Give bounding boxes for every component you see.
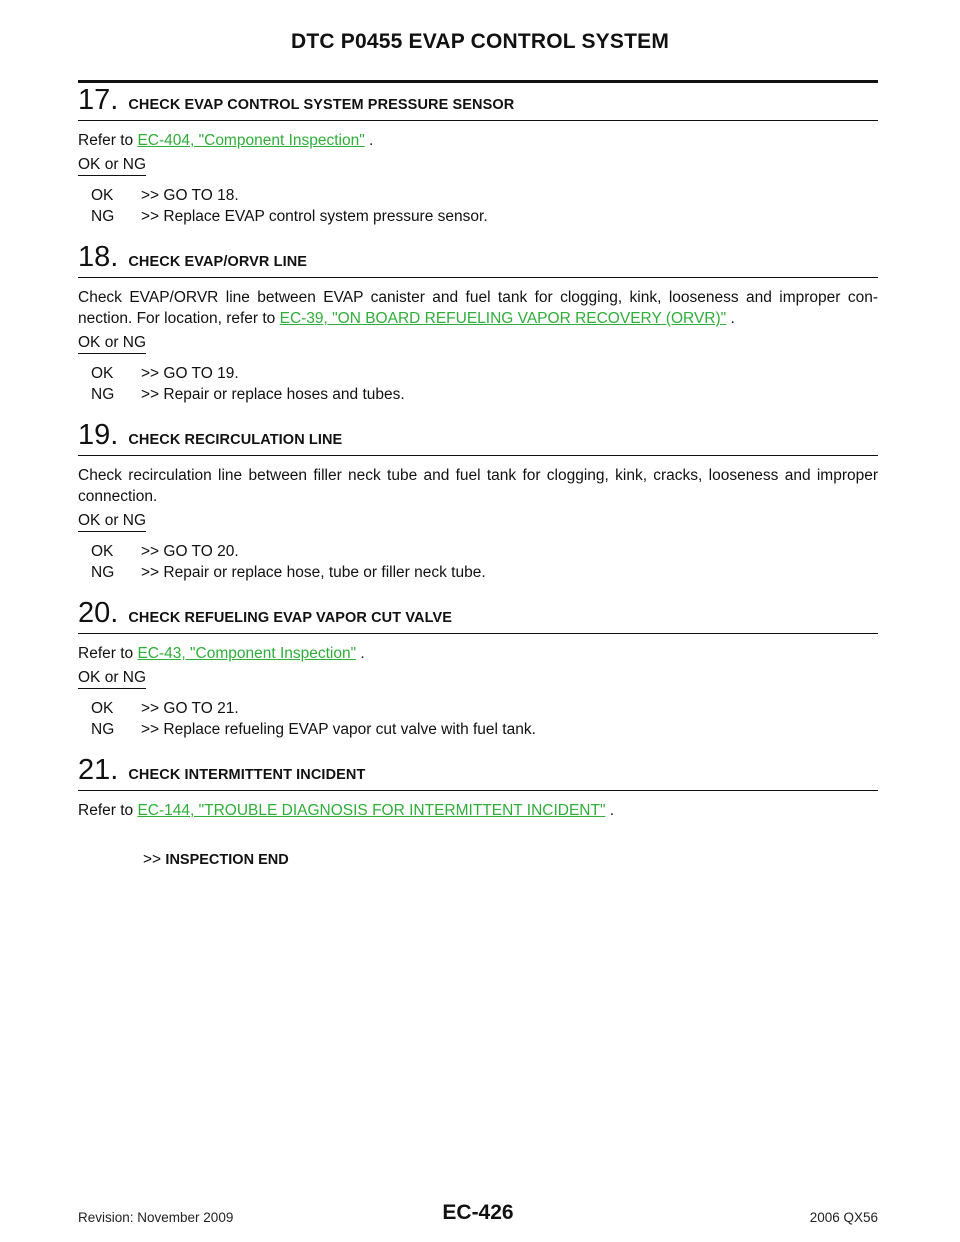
step-number: 17. (78, 84, 119, 116)
reference-link[interactable]: EC-43, "Component Inspection" (137, 645, 357, 662)
step-title: CHECK EVAP CONTROL SYSTEM PRESSURE SENSO… (128, 97, 515, 113)
step-18: 18. CHECK EVAP/ORVR LINE Check EVAP/ORVR… (78, 241, 878, 405)
revision-date: Revision: November 2009 (78, 1210, 234, 1225)
result-ng: NG>> Repair or replace hose, tube or fil… (91, 564, 486, 581)
step-instruction: Refer to EC-144, "TROUBLE DIAGNOSIS FOR … (78, 802, 615, 819)
step-number: 19. (78, 419, 119, 451)
step-instruction: Check recirculation line between filler … (78, 467, 878, 505)
step-number: 21. (78, 754, 119, 786)
result-ng: NG>> Repair or replace hoses and tubes. (91, 386, 405, 403)
result-ng: NG>> Replace EVAP control system pressur… (91, 208, 488, 225)
result-list: OK>> GO TO 18. NG>> Replace EVAP control… (91, 185, 878, 227)
result-ok: OK>> GO TO 21. (91, 700, 239, 717)
step-header: 21. CHECK INTERMITTENT INCIDENT (78, 754, 878, 791)
reference-link[interactable]: EC-144, "TROUBLE DIAGNOSIS FOR INTERMITT… (137, 802, 606, 819)
reference-link[interactable]: EC-404, "Component Inspection" (137, 132, 365, 149)
step-header: 19. CHECK RECIRCULATION LINE (78, 419, 878, 456)
step-title: CHECK REFUELING EVAP VAPOR CUT VALVE (128, 610, 453, 626)
result-ok: OK>> GO TO 20. (91, 543, 239, 560)
title-rule (78, 80, 878, 83)
page-footer: Revision: November 2009 EC-426 2006 QX56 (78, 1201, 878, 1236)
step-header: 17. CHECK EVAP CONTROL SYSTEM PRESSURE S… (78, 84, 878, 121)
result-list: OK>> GO TO 21. NG>> Replace refueling EV… (91, 698, 878, 740)
inspection-end: >> INSPECTION END (143, 851, 289, 868)
result-list: OK>> GO TO 19. NG>> Repair or replace ho… (91, 363, 878, 405)
result-ok: OK>> GO TO 18. (91, 187, 239, 204)
step-instruction: Refer to EC-404, "Component Inspection" … (78, 132, 374, 149)
result-ok: OK>> GO TO 19. (91, 365, 239, 382)
step-title: CHECK INTERMITTENT INCIDENT (128, 767, 366, 783)
ok-or-ng-label: OK or NG (78, 669, 147, 689)
step-number: 18. (78, 241, 119, 273)
step-17: 17. CHECK EVAP CONTROL SYSTEM PRESSURE S… (78, 84, 878, 227)
step-header: 18. CHECK EVAP/ORVR LINE (78, 241, 878, 278)
page-title: DTC P0455 EVAP CONTROL SYSTEM (290, 30, 670, 53)
result-list: OK>> GO TO 20. NG>> Repair or replace ho… (91, 541, 878, 583)
step-header: 20. CHECK REFUELING EVAP VAPOR CUT VALVE (78, 597, 878, 634)
page-number: EC-426 (442, 1201, 514, 1224)
step-title: CHECK RECIRCULATION LINE (128, 432, 343, 448)
document-body: 17. CHECK EVAP CONTROL SYSTEM PRESSURE S… (78, 84, 878, 869)
result-ng: NG>> Replace refueling EVAP vapor cut va… (91, 721, 536, 738)
step-21: 21. CHECK INTERMITTENT INCIDENT Refer to… (78, 754, 878, 869)
step-20: 20. CHECK REFUELING EVAP VAPOR CUT VALVE… (78, 597, 878, 740)
reference-link[interactable]: EC-39, "ON BOARD REFUELING VAPOR RECOVER… (279, 310, 727, 327)
step-instruction: Refer to EC-43, "Component Inspection" . (78, 645, 365, 662)
step-19: 19. CHECK RECIRCULATION LINE Check recir… (78, 419, 878, 583)
step-number: 20. (78, 597, 119, 629)
ok-or-ng-label: OK or NG (78, 156, 147, 176)
step-title: CHECK EVAP/ORVR LINE (128, 254, 308, 270)
ok-or-ng-label: OK or NG (78, 334, 147, 354)
step-instruction: Check EVAP/ORVR line between EVAP canist… (78, 289, 878, 327)
model-year: 2006 QX56 (809, 1210, 878, 1225)
ok-or-ng-label: OK or NG (78, 512, 147, 532)
